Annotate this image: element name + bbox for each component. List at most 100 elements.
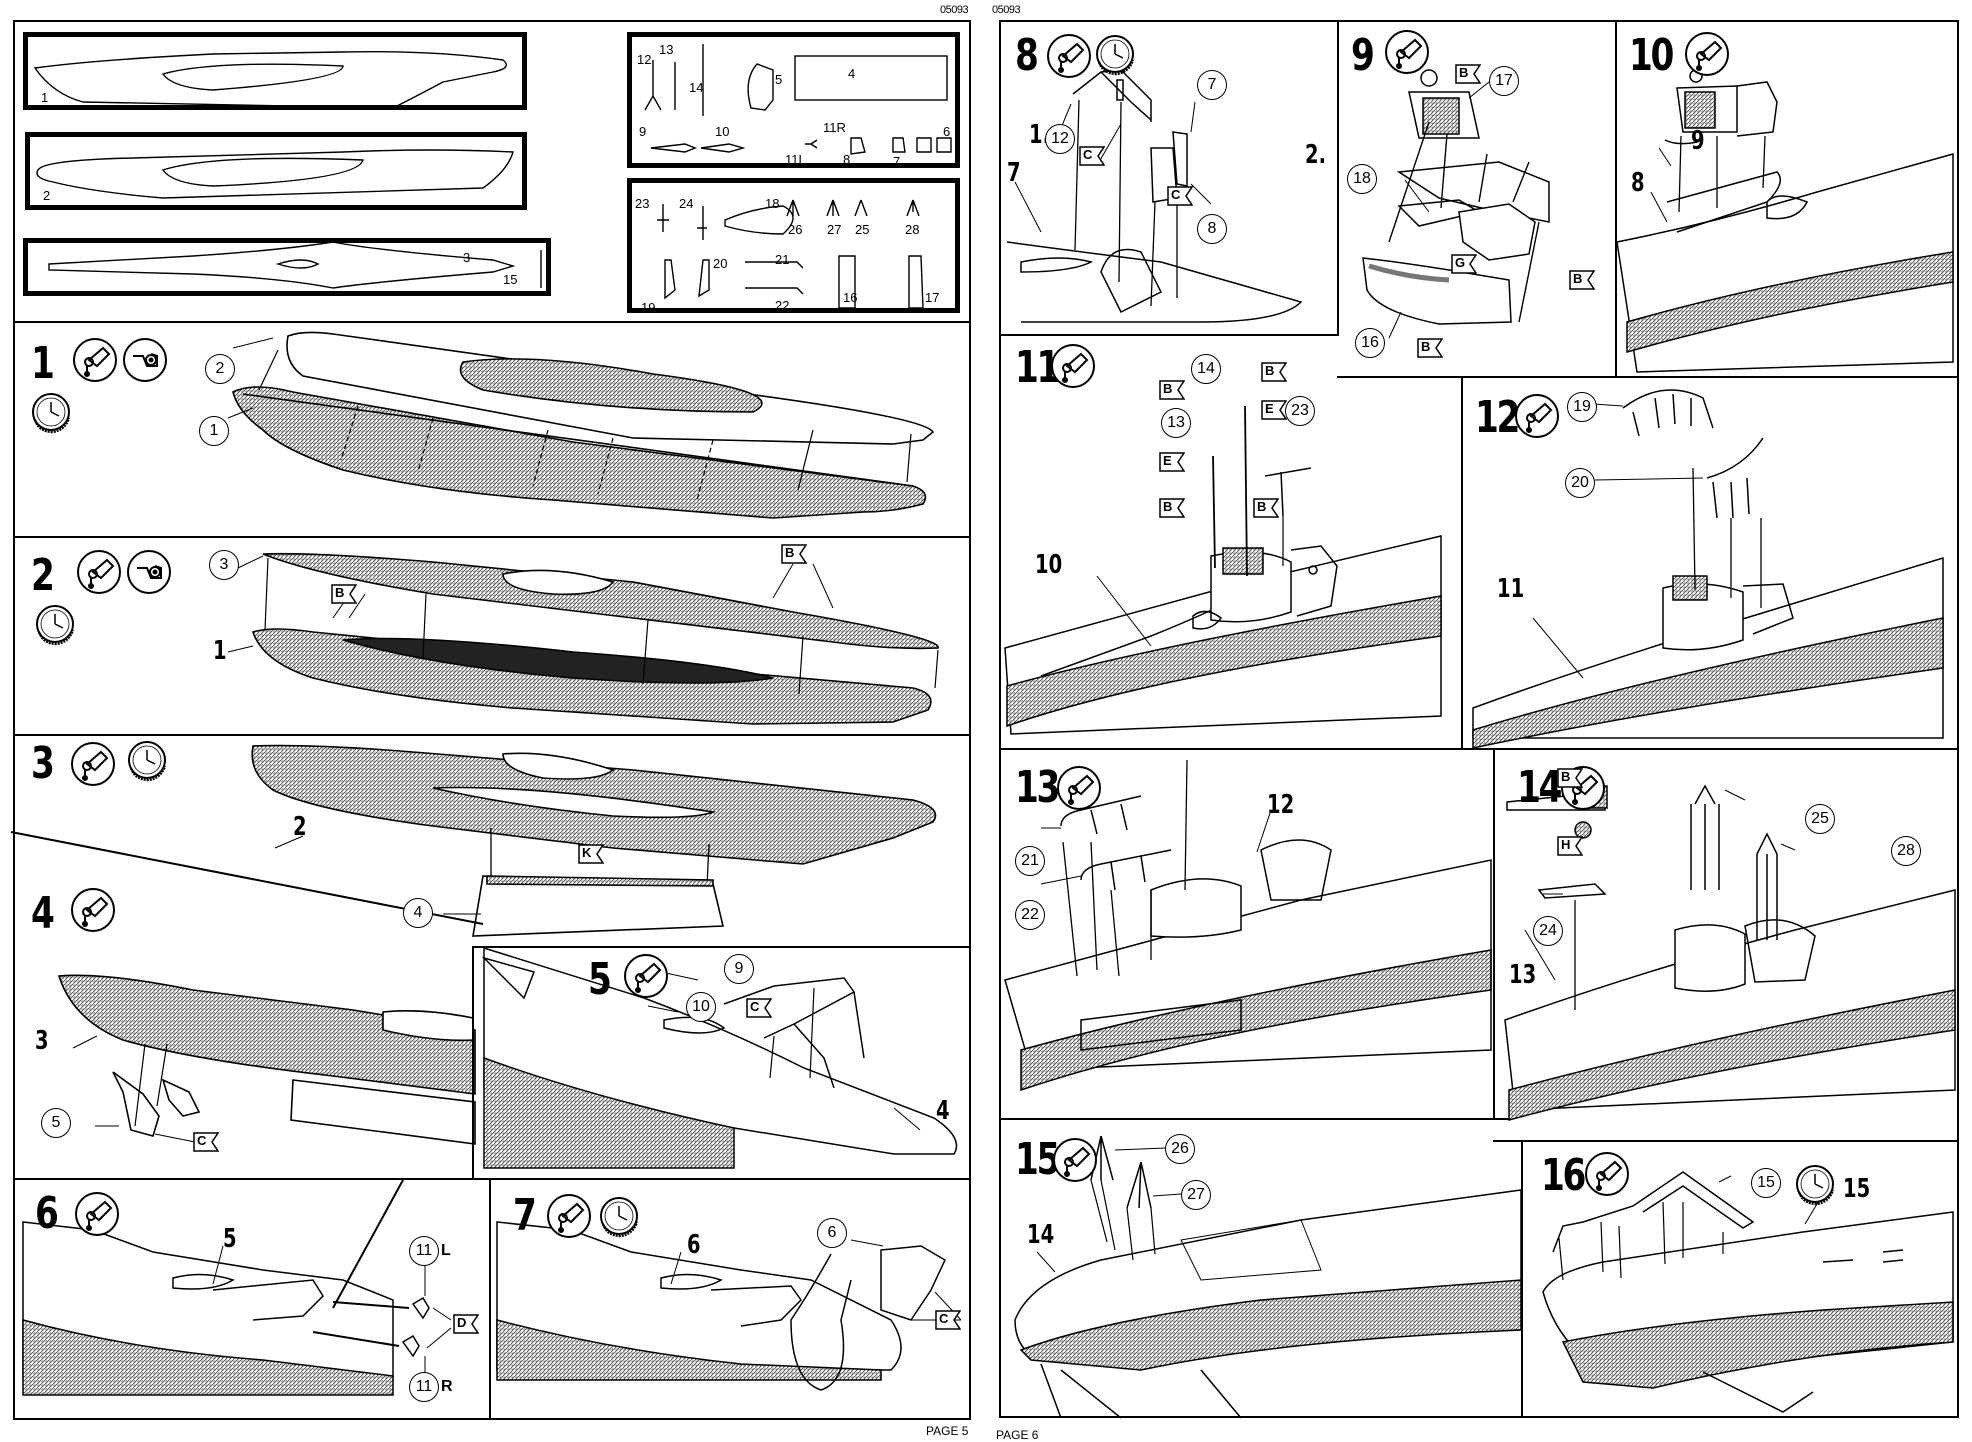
drying-time-clock-icon (29, 390, 73, 434)
page-5: 05093 (0, 0, 986, 1440)
step-7-panel: 7 6 6 C (491, 1180, 971, 1420)
step-12-drawing (1472, 389, 1944, 749)
panel-divider (472, 946, 474, 1178)
color-flag-E: E (1261, 400, 1287, 420)
side-tag-left: L (441, 1242, 451, 1259)
step-number: 6 (35, 1188, 59, 1239)
glue-tube-icon (75, 1192, 119, 1236)
panel-divider (489, 1178, 491, 1420)
part-callout: 26 (1165, 1134, 1195, 1164)
step-14-panel: 14 25 28 24 13 B H (1495, 750, 1957, 1121)
sprue-part-label: 19 (641, 300, 656, 315)
sprue-hull-1 (23, 32, 527, 110)
kit-code: 05093 (992, 4, 1021, 16)
step-13-panel: 13 21 22 12 (1001, 750, 1493, 1120)
step-number: 5 (588, 954, 612, 1005)
color-flag-C: C (746, 998, 772, 1018)
sprue-part-label: 28 (905, 222, 920, 237)
parts-sprue-panel: 1 2 3 15 12 13 14 5 4 9 10 11L 11R 8 7 6… (13, 20, 971, 322)
glue-tube-icon (71, 742, 115, 786)
assembly-ref: 14 (1027, 1220, 1055, 1250)
glue-tube-icon (1585, 1152, 1629, 1196)
step-16-drawing (1542, 1171, 1954, 1413)
glue-tube-icon (624, 954, 668, 998)
panel-divider (999, 748, 1959, 750)
tape-dispenser-icon (123, 338, 167, 382)
sprue-part-label: 17 (925, 290, 940, 305)
step-11-drawing (1004, 405, 1442, 735)
step-1-panel: 1 2 1 (13, 322, 971, 536)
sprue-part-label: 7 (893, 154, 901, 169)
step-15-drawing (1014, 1135, 1522, 1419)
color-flag-E: E (1159, 452, 1185, 472)
panel-divider (1337, 20, 1339, 334)
drying-time-clock-icon (1093, 32, 1137, 76)
part-callout: 2 (205, 354, 235, 384)
step-number: 1 (31, 338, 55, 389)
glue-tube-icon (1515, 394, 1559, 438)
step-number: 10 (1629, 30, 1674, 81)
step-number: 4 (31, 888, 55, 939)
assembly-ref: 2 (293, 812, 307, 842)
page-number: PAGE 6 (996, 1428, 1039, 1442)
part-callout: 1 (199, 416, 229, 446)
step-13-drawing (1004, 759, 1492, 1092)
color-flag-B: B (1557, 768, 1583, 788)
part-callout: 6 (817, 1218, 847, 1248)
part-callout: 20 (1565, 468, 1595, 498)
color-flag-B: B (1253, 498, 1279, 518)
glue-tube-icon (77, 550, 121, 594)
panel-divider (13, 321, 971, 323)
part-callout: 13 (1161, 408, 1191, 438)
assembly-ref: 10 (1035, 550, 1063, 580)
color-flag-D: D (453, 1314, 479, 1334)
glue-tube-icon (1057, 766, 1101, 810)
assembly-ref: 3 (35, 1026, 49, 1056)
color-flag-B: B (1159, 380, 1185, 400)
part-callout: 15 (1751, 1168, 1781, 1198)
part-callout: 22 (1015, 900, 1045, 930)
panel-divider (1337, 376, 1959, 378)
assembly-ref: 9 (1691, 126, 1705, 156)
part-callout: 9 (724, 954, 754, 984)
step-2-panel: 2 3 1 B B (13, 538, 971, 734)
color-flag-C: C (1079, 146, 1105, 166)
step-number: 16 (1541, 1150, 1586, 1201)
step-6-panel: 6 5 11 L 11 R D (13, 1179, 489, 1420)
step-6-drawing (22, 1179, 452, 1396)
step-9-panel: 9 17 18 16 B G B B (1339, 22, 1615, 376)
step-number: 3 (31, 738, 55, 789)
part-callout: 23 (1285, 396, 1315, 426)
part-callout: 27 (1181, 1180, 1211, 1210)
part-callout: 5 (41, 1108, 71, 1138)
sprue-part-label: 5 (775, 72, 783, 87)
sprue-part-label: 3 (463, 250, 471, 265)
drying-time-clock-icon (597, 1194, 641, 1238)
step-3-panel: 3 2 4 K (10, 736, 971, 956)
assembly-ref: 8 (1631, 168, 1645, 198)
part-callout: 18 (1347, 164, 1377, 194)
assembly-ref: 7 (1007, 158, 1021, 188)
sprue-part-label: 13 (659, 42, 674, 57)
sprue-drawings (33, 44, 952, 309)
sprue-part-label: 1 (41, 90, 49, 105)
glue-tube-icon (71, 888, 115, 932)
page-6: 05093 8 (986, 0, 1972, 1442)
panel-divider (1493, 748, 1495, 1118)
kit-code: 05093 (940, 4, 969, 16)
glue-tube-icon (1385, 30, 1429, 74)
panel-divider (1461, 376, 1463, 748)
sprue-part-label: 9 (639, 124, 647, 139)
color-flag-B: B (331, 584, 357, 604)
part-callout: 12 (1045, 124, 1075, 154)
step-7-drawing (496, 1221, 962, 1391)
part-callout: 8 (1197, 214, 1227, 244)
sprue-part-label: 10 (715, 124, 730, 139)
panel-divider (999, 1118, 1509, 1120)
color-flag-B: B (1569, 270, 1595, 290)
glue-tube-icon (73, 338, 117, 382)
page-frame (13, 20, 971, 1420)
assembly-ref: 15 (1843, 1174, 1871, 1204)
sprue-part-label: 26 (788, 222, 803, 237)
step-number: 14 (1517, 762, 1562, 813)
